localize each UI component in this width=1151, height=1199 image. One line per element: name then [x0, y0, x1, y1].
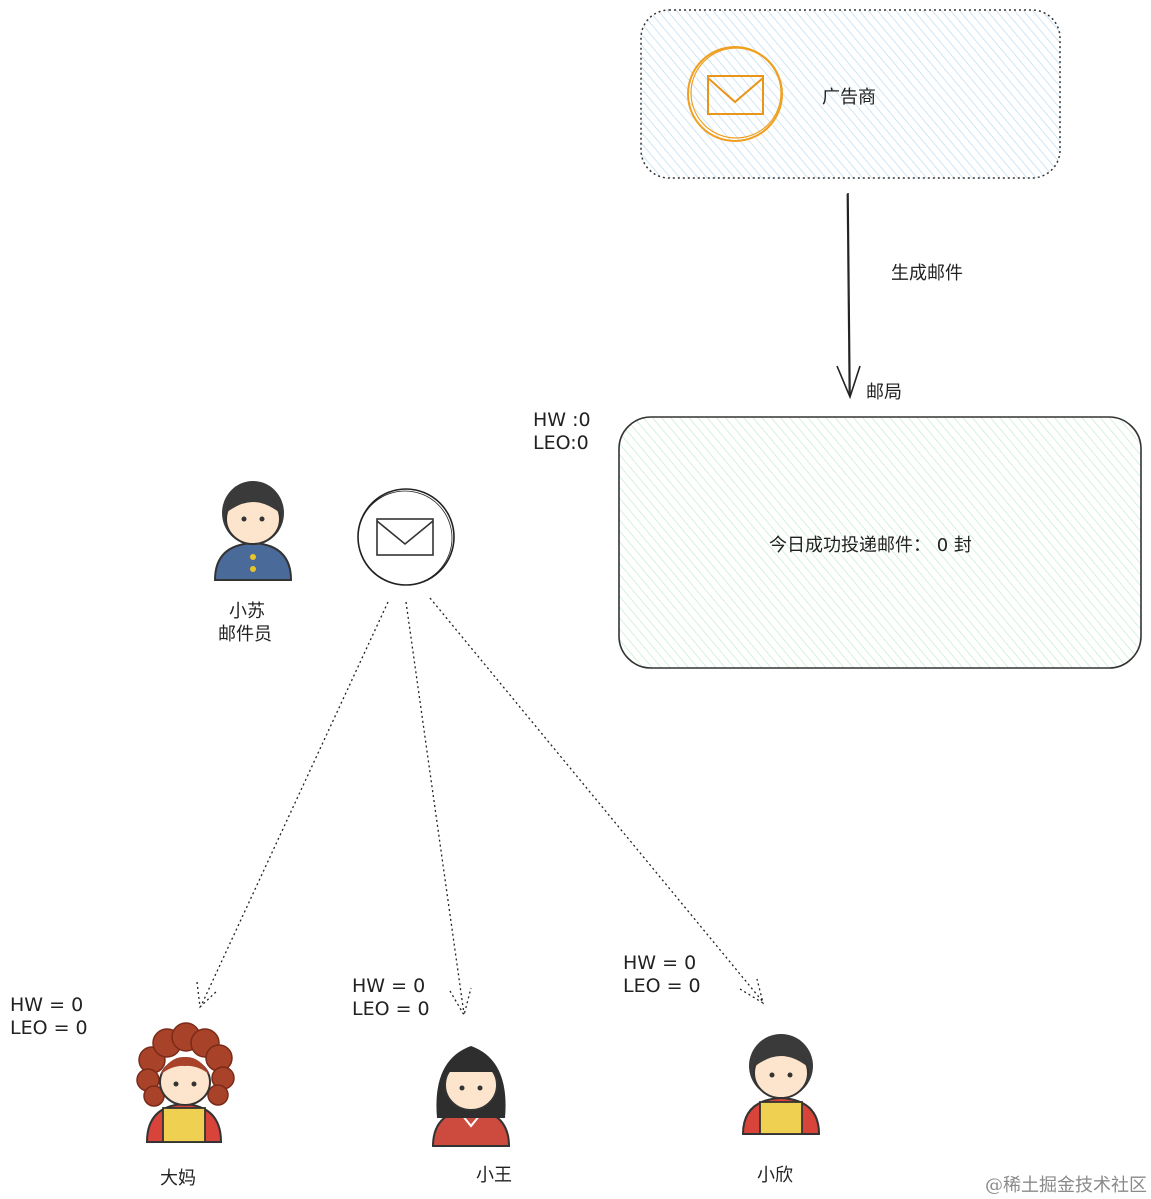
post-office-label: 邮局 — [866, 382, 902, 403]
postman-name: 小苏 — [229, 601, 265, 622]
post-office-leo: LEO:0 — [533, 432, 589, 454]
xiaoxin-name: 小欣 — [757, 1165, 793, 1186]
auntie-leo: LEO = 0 — [10, 1017, 88, 1039]
watermark: @稀土掘金技术社区 — [985, 1175, 1147, 1196]
mail-envelope-icon — [357, 488, 455, 586]
advertiser-box[interactable] — [640, 9, 1061, 179]
xiaowang-name: 小王 — [476, 1165, 512, 1186]
post-office-hw: HW :0 — [533, 409, 591, 431]
post-office-content: 今日成功投递邮件： 0 封 — [769, 535, 972, 556]
xiaowang-avatar-icon — [431, 1046, 511, 1147]
xiaoxin-leo: LEO = 0 — [623, 975, 701, 997]
envelope-icon — [687, 46, 783, 142]
xiaowang-hw: HW = 0 — [352, 975, 426, 997]
xiaoxin-hw: HW = 0 — [623, 952, 697, 974]
dotted-arrow-to-xiaoxin — [429, 597, 765, 1005]
arrow-generate-mail — [836, 192, 861, 400]
auntie-avatar-icon — [136, 1022, 235, 1143]
auntie-name: 大妈 — [160, 1168, 196, 1189]
advertiser-label: 广告商 — [822, 87, 876, 108]
xiaoxin-avatar-icon — [741, 1034, 821, 1135]
dotted-arrow-to-auntie — [196, 601, 389, 1009]
postman-role: 邮件员 — [218, 624, 272, 645]
post-office-box[interactable] — [618, 416, 1142, 669]
arrow-label-generate-mail: 生成邮件 — [891, 263, 963, 284]
xiaowang-leo: LEO = 0 — [352, 998, 430, 1020]
dotted-arrow-to-xiaowang — [405, 601, 472, 1017]
postman-avatar-icon — [213, 481, 293, 581]
auntie-hw: HW = 0 — [10, 994, 84, 1016]
